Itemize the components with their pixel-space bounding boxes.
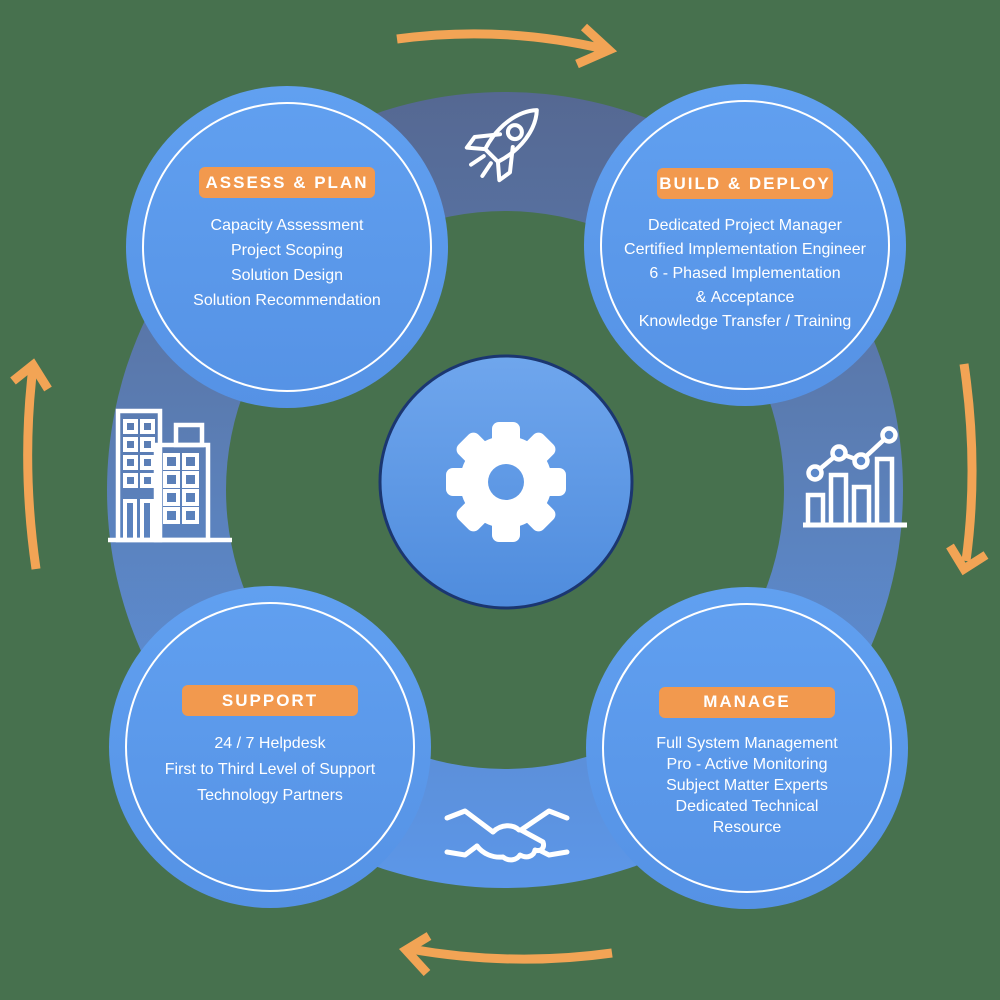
phase-badge-manage: MANAGE <box>659 686 835 718</box>
arrow-right <box>946 363 989 576</box>
phase-item: Project Scoping <box>230 242 344 259</box>
phase-item: 24 / 7 Helpdesk <box>214 735 326 752</box>
phase-item: Dedicated Project Manager <box>648 217 842 234</box>
phase-item: Capacity Assessment <box>210 217 364 234</box>
phase-items-assess-plan: Capacity Assessment Project Scoping Solu… <box>147 213 427 313</box>
phase-item: Subject Matter Experts <box>666 776 828 794</box>
phase-items-build-deploy: Dedicated Project Manager Certified Impl… <box>599 214 891 334</box>
phase-item: Full System Management <box>656 734 838 752</box>
phase-item: Pro - Active Monitoring <box>666 755 828 773</box>
handshake-icon <box>444 808 570 863</box>
phase-badge-support: SUPPORT <box>182 685 358 716</box>
phase-circle-build-deploy: BUILD & DEPLOY Dedicated Project Manager… <box>584 84 906 406</box>
gear-icon <box>446 422 566 542</box>
phase-item: 6 - Phased Implementation & Acceptance <box>649 265 841 306</box>
phase-items-support: 24 / 7 Helpdesk First to Third Level of … <box>129 731 411 809</box>
phase-badge-build-deploy: BUILD & DEPLOY <box>657 168 833 199</box>
bar-chart-icon <box>803 426 907 528</box>
arrow-bottom <box>398 932 613 977</box>
phase-circle-manage: MANAGE Full System Management Pro - Acti… <box>586 587 908 909</box>
phase-item: Knowledge Transfer / Training <box>638 313 852 330</box>
phase-circle-assess-plan: ASSESS & PLAN Capacity Assessment Projec… <box>126 86 448 408</box>
phase-item: Technology Partners <box>197 787 343 804</box>
phase-item: Solution Recommendation <box>193 292 381 309</box>
phase-item: Certified Implementation Engineer <box>624 241 866 258</box>
rotation-arrows <box>10 23 989 977</box>
phase-items-manage: Full System Management Pro - Active Moni… <box>647 733 847 838</box>
phase-item: First to Third Level of Support <box>164 761 376 778</box>
buildings-icon <box>108 408 232 543</box>
arrow-top <box>396 23 618 69</box>
phase-item: Dedicated Technical Resource <box>675 797 819 836</box>
phase-circle-support: SUPPORT 24 / 7 Helpdesk First to Third L… <box>109 586 431 908</box>
rocket-icon <box>464 108 539 183</box>
phase-badge-assess-plan: ASSESS & PLAN <box>199 167 375 198</box>
arrow-left <box>10 358 52 570</box>
phase-item: Solution Design <box>230 267 344 284</box>
